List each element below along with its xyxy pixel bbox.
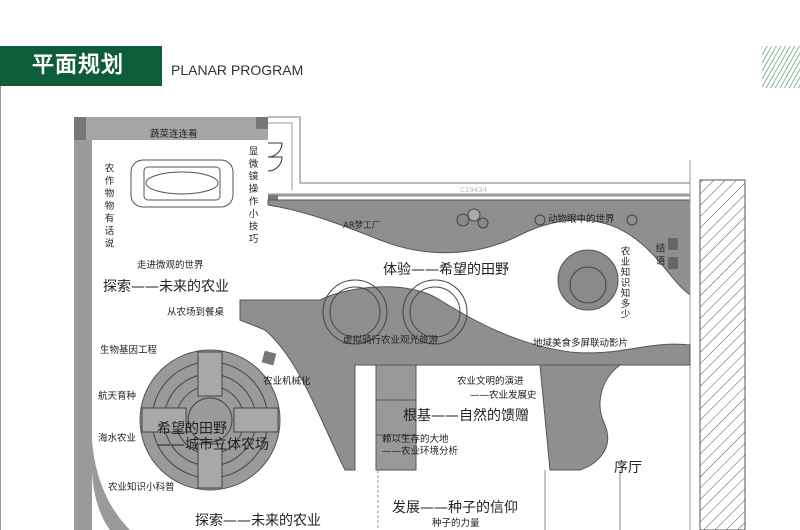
label-explore-future: 探索——未来的农业 [103, 278, 229, 295]
label-hope-fields: 希望的田野 [157, 421, 227, 437]
top-wall [74, 117, 268, 140]
ride-station-2 [402, 279, 468, 345]
label-civilization: 农业文明的演进 [457, 375, 524, 387]
door [267, 142, 283, 172]
vertical-farm-circle [139, 349, 281, 491]
left-wall [74, 117, 92, 530]
label-bio-gene: 生物基因工程 [100, 344, 158, 356]
label-seed-power: 种子的力量 [432, 517, 480, 529]
knowledge-booth [557, 249, 619, 311]
label-microscope: 显微镜操作小技巧 [247, 146, 259, 246]
label-vertical-farm: ——城市立体农场 [157, 436, 269, 453]
label-vegetables: 蔬菜连连看 [150, 128, 198, 140]
exhibit-band-middle [239, 286, 691, 471]
label-foundation: 根基——自然的馈赠 [403, 407, 529, 424]
ride-station-1 [322, 279, 388, 345]
hatch-decoration [762, 46, 800, 88]
label-micro-world: 走进微观的世界 [137, 259, 204, 271]
lobby-wall [539, 364, 622, 471]
label-regional-food: 地域美食多屏联动影片 [533, 337, 628, 349]
label-space-breeding: 航天育种 [98, 390, 136, 402]
label-farm-to-table: 从农场到餐桌 [167, 306, 225, 318]
dimension-note: C19434 [460, 186, 488, 194]
label-lobby: 序厅 [614, 460, 642, 476]
label-seawater: 海水农业 [98, 432, 136, 444]
page-title: 平面规划 [0, 46, 162, 86]
label-ar-factory: AR梦工厂 [343, 221, 380, 231]
page-edge-line [0, 86, 1, 530]
label-experience-fields: 体验——希望的田野 [383, 262, 509, 278]
exhibit-band-top [267, 199, 691, 297]
label-history: ——农业发展史 [470, 389, 537, 401]
label-virtual-ride: 虚拟骑行农业观光旅游 [343, 334, 439, 346]
label-epilogue: 结语 [654, 242, 666, 268]
label-crops-talk: 农作物物有话说 [103, 162, 115, 250]
label-agri-knowledge: 农业知识知多少 [619, 245, 631, 319]
label-development: 发展——种子的信仰 [392, 500, 518, 516]
label-animal-eyes: 动物眼中的世界 [548, 213, 615, 225]
page-subtitle: PLANAR PROGRAM [171, 62, 304, 78]
label-earth: 赖以生存的大地 [382, 433, 449, 445]
label-science: 农业知识小科普 [108, 481, 175, 493]
right-wall [699, 179, 746, 530]
label-explore-future-2: 探索——未来的农业 [195, 512, 321, 529]
label-mechanization: 农业机械化 [263, 375, 311, 387]
label-environment: ——农业环境分析 [382, 445, 459, 457]
